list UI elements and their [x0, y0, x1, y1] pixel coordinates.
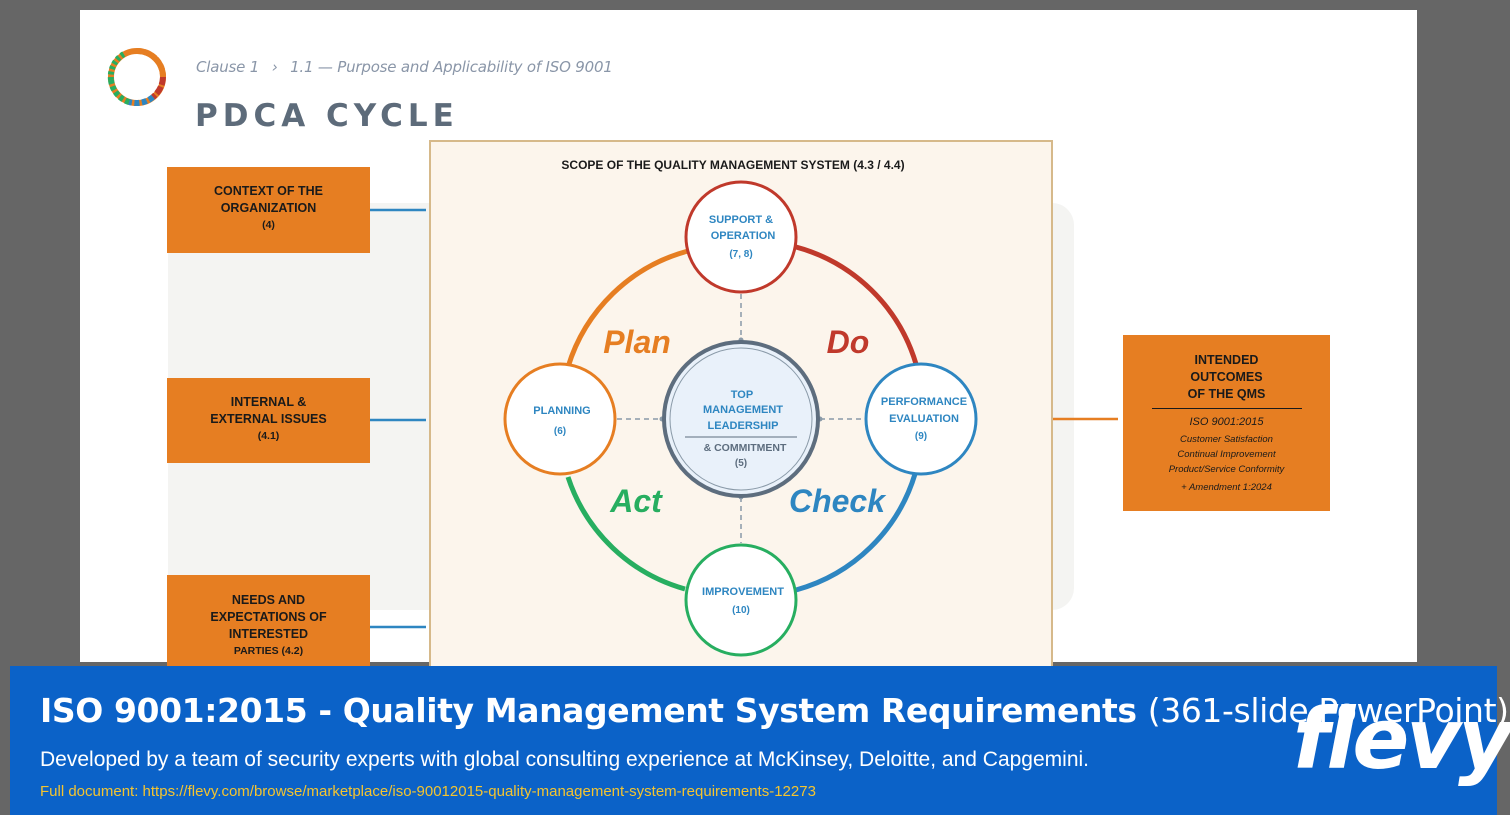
footer-title-bold: ISO 9001:2015 - Quality Management Syste… [40, 691, 1137, 730]
outcomes-line: OF THE QMS [1187, 387, 1266, 401]
footer-description: Developed by a team of security experts … [40, 748, 1089, 771]
outcomes-item: Product/Service Conformity [1168, 464, 1285, 475]
outcomes-item: ISO 9001:2015 [1189, 416, 1264, 428]
performance-evaluation-node [864, 362, 978, 476]
act-arc [565, 476, 686, 592]
input-line: ORGANIZATION [220, 201, 317, 215]
footer-title-light: (361-slide PowerPoint) [1147, 691, 1509, 730]
check-arc [795, 473, 918, 593]
outcomes-item: Customer Satisfaction [1180, 434, 1273, 445]
improvement-line1: IMPROVEMENT [702, 586, 784, 598]
leadership-node [662, 340, 820, 498]
input-box-interested-parties: NEEDS AND EXPECTATIONS OF INTERESTED PAR… [167, 575, 370, 675]
breadcrumb-separator: › [271, 58, 278, 76]
outcomes-line: INTENDED [1194, 353, 1259, 367]
outcomes-line: OUTCOMES [1190, 370, 1263, 384]
phase-check: Check [789, 483, 887, 519]
footer-banner: ISO 9001:2015 - Quality Management Syste… [10, 666, 1510, 815]
leadership-line3: LEADERSHIP [708, 420, 779, 432]
planning-node [503, 362, 617, 476]
input-line: INTERNAL & [230, 395, 307, 409]
performance-ref: (9) [915, 431, 927, 442]
pdca-diagram: SCOPE OF THE QUALITY MANAGEMENT SYSTEM (… [168, 140, 1118, 682]
flevy-logo-icon [107, 47, 167, 107]
improvement-node [684, 543, 798, 657]
outcomes-divider [1151, 408, 1302, 409]
leadership-ref: (5) [735, 458, 747, 469]
input-ref: (4) [262, 219, 275, 231]
scope-label: SCOPE OF THE QUALITY MANAGEMENT SYSTEM (… [561, 158, 904, 172]
page-title: PDCA CYCLE [195, 98, 459, 134]
input-line: INTERESTED [228, 627, 309, 641]
improvement-ref: (10) [732, 605, 750, 616]
planning-line1: PLANNING [533, 405, 590, 417]
plan-arc [565, 248, 689, 368]
support-operation-node [684, 180, 798, 294]
do-arc [795, 244, 919, 365]
footer-document-link[interactable]: Full document: https://flevy.com/browse/… [40, 783, 816, 800]
input-ref: PARTIES (4.2) [233, 645, 304, 657]
performance-line1: PERFORMANCE [881, 396, 967, 408]
footer-title: ISO 9001:2015 - Quality Management Syste… [40, 691, 1509, 730]
breadcrumb: Clause 1 › 1.1 — Purpose and Applicabili… [196, 58, 613, 76]
input-ref: (4.1) [257, 430, 280, 442]
outcomes-box: INTENDED OUTCOMES OF THE QMS ISO 9001:20… [1123, 335, 1330, 511]
phase-act: Act [609, 483, 663, 519]
phase-plan: Plan [603, 324, 671, 360]
leadership-line4: & COMMITMENT [704, 442, 787, 454]
outcomes-item: + Amendment 1:2024 [1181, 482, 1272, 493]
input-box-context: CONTEXT OF THE ORGANIZATION (4) [167, 167, 370, 253]
planning-ref: (6) [554, 426, 566, 437]
outcomes-item: Continual Improvement [1177, 449, 1276, 460]
leadership-line1: TOP [731, 389, 753, 401]
input-box-issues: INTERNAL & EXTERNAL ISSUES (4.1) [167, 378, 370, 463]
performance-line2: EVALUATION [889, 413, 959, 425]
support-ref: (7, 8) [729, 249, 752, 260]
leadership-inner-ring [669, 347, 813, 491]
flevy-brand-logo: flevy [1293, 690, 1510, 788]
input-line: EXTERNAL ISSUES [210, 412, 327, 426]
leadership-line2: MANAGEMENT [703, 404, 783, 416]
phase-do: Do [827, 324, 870, 360]
support-line2: OPERATION [711, 230, 776, 242]
input-line: EXPECTATIONS OF [210, 610, 327, 624]
breadcrumb-section: 1.1 — Purpose and Applicability of ISO 9… [290, 58, 613, 76]
breadcrumb-clause: Clause 1 [196, 58, 260, 76]
slide: Clause 1 › 1.1 — Purpose and Applicabili… [80, 10, 1417, 682]
input-line: NEEDS AND [231, 593, 306, 607]
support-line1: SUPPORT & [709, 214, 773, 226]
input-line: CONTEXT OF THE [213, 184, 324, 198]
